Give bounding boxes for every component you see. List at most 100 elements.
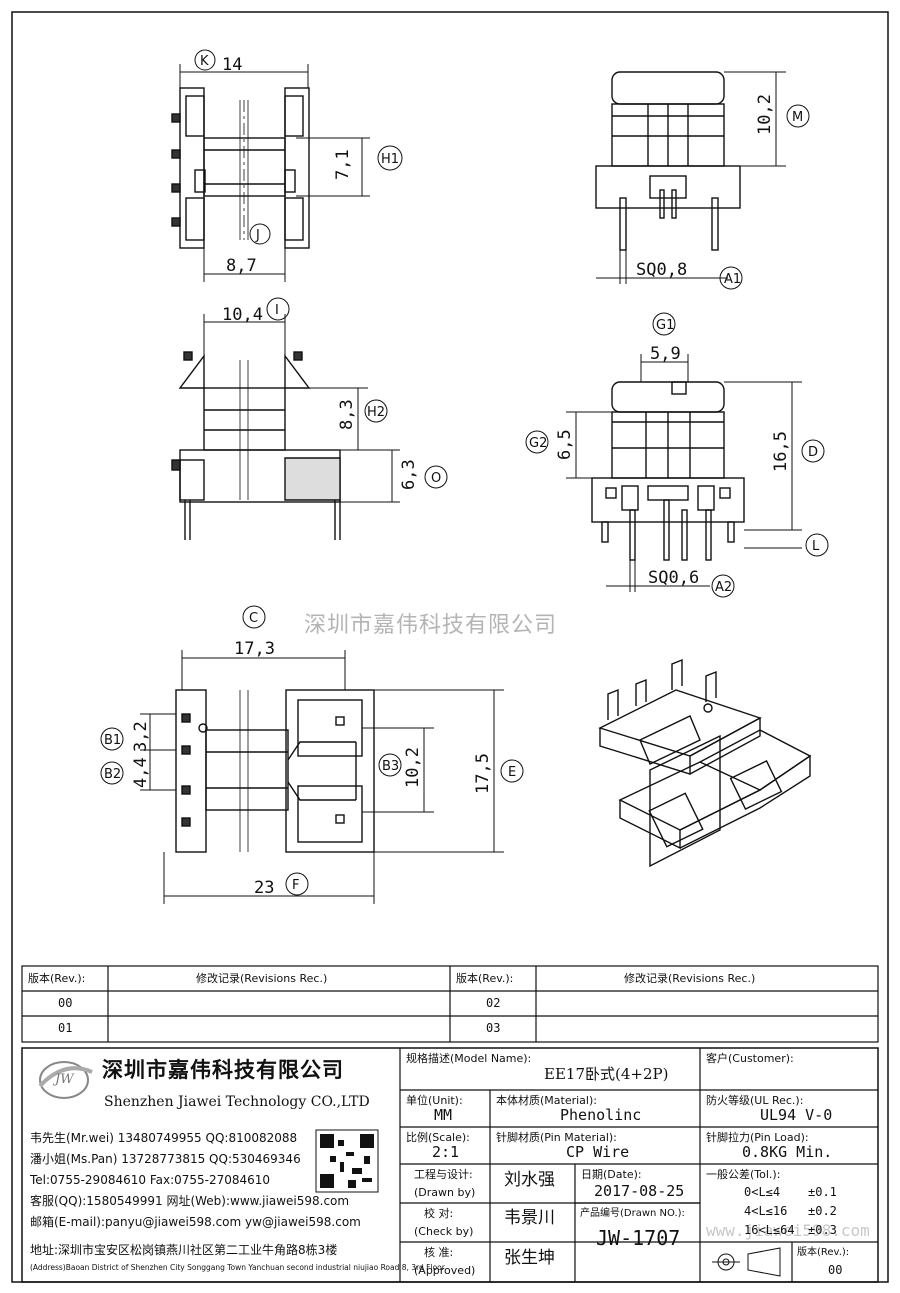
tol-value-1: ±0.1	[808, 1185, 837, 1199]
dim-b1: 3,2	[131, 721, 151, 752]
company-name-cn: 深圳市嘉伟科技有限公司	[102, 1058, 344, 1082]
dim-h1: 7,1	[333, 149, 353, 180]
dim-c: 17,3	[234, 639, 275, 659]
label-g1: G1	[656, 318, 674, 333]
check-value: 韦景川	[504, 1208, 555, 1228]
tol-range-3: 16<L≤64	[744, 1223, 795, 1237]
material-value: Phenolinc	[560, 1106, 642, 1124]
label-c: C	[249, 611, 258, 626]
rev-header-right: 版本(Rev.):	[456, 972, 514, 985]
tol-range-2: 4<L≤16	[744, 1204, 788, 1218]
rev-value: 00	[828, 1263, 843, 1277]
rev-row-02: 02	[486, 996, 501, 1010]
front-view	[171, 351, 341, 540]
end-view	[591, 381, 745, 561]
approved-value: 张生坤	[504, 1248, 555, 1268]
isometric-view	[598, 658, 812, 868]
scale-value: 2:1	[432, 1143, 460, 1161]
ul-label: 防火等级(UL Rec.):	[706, 1094, 804, 1107]
label-h2: H2	[367, 405, 385, 420]
dim-k: 14	[222, 55, 242, 75]
check-label-en: (Check by)	[414, 1225, 474, 1238]
contact-2: 潘小姐(Ms.Pan) 13728773815 QQ:530469346	[30, 1152, 301, 1166]
dim-f: 23	[254, 878, 274, 898]
dim-a1: SQ0,8	[636, 260, 687, 280]
label-o: O	[431, 471, 441, 486]
dim-b2: 4,4	[131, 757, 151, 788]
top-view	[171, 87, 310, 249]
material-label: 本体材质(Material):	[496, 1094, 597, 1107]
rev-label: 版本(Rev.):	[797, 1247, 850, 1258]
drawn-label-cn: 工程与设计:	[414, 1168, 473, 1181]
dim-g1: 5,9	[650, 344, 681, 364]
label-h1: H1	[381, 152, 399, 167]
dim-i: 10,4	[222, 305, 263, 325]
rec-header-left: 修改记录(Revisions Rec.)	[196, 972, 328, 985]
label-b1: B1	[104, 733, 121, 748]
label-b2: B2	[104, 767, 121, 782]
bottom-view	[175, 689, 375, 853]
label-m: M	[792, 110, 803, 125]
contact-3: Tel:0755-29084610 Fax:0755-27084610	[30, 1173, 271, 1187]
contact-1: 韦先生(Mr.wei) 13480749955 QQ:810082088	[30, 1131, 298, 1145]
dim-b3: 10,2	[403, 747, 423, 788]
dim-m: 10,2	[755, 94, 775, 135]
date-value: 2017-08-25	[594, 1182, 685, 1200]
watermark-text: 深圳市嘉伟科技有限公司	[304, 613, 557, 638]
rev-row-01: 01	[58, 1021, 73, 1035]
label-l: L	[812, 539, 820, 554]
label-g2: G2	[529, 436, 547, 451]
tol-label: 一般公差(Tol.):	[706, 1168, 781, 1181]
drawn-no-value: JW-1707	[596, 1226, 681, 1250]
address-en: (Address)Baoan District of Shenzhen City…	[30, 1263, 445, 1272]
label-a1: A1	[724, 272, 741, 287]
label-k: K	[200, 54, 209, 69]
approved-label-en: (Approved)	[414, 1264, 476, 1277]
unit-label: 单位(Unit):	[406, 1094, 463, 1107]
dim-d: 16,5	[771, 431, 791, 472]
dim-a2: SQ0,6	[648, 568, 699, 588]
model-label: 规格描述(Model Name):	[406, 1052, 532, 1065]
tol-range-1: 0<L≤4	[744, 1185, 781, 1199]
side-view	[595, 71, 741, 251]
dim-g2: 6,5	[555, 429, 575, 460]
pin-material-value: CP Wire	[566, 1143, 630, 1161]
pin-load-value: 0.8KG Min.	[742, 1143, 833, 1161]
logo-mark: JW	[55, 1072, 74, 1087]
pin-material-label: 针脚材质(Pin Material):	[496, 1131, 617, 1144]
dim-h2: 8,3	[337, 399, 357, 430]
dim-e: 17,5	[473, 753, 493, 794]
rec-header-right: 修改记录(Revisions Rec.)	[624, 972, 756, 985]
pin-load-label: 针脚拉力(Pin Load):	[706, 1131, 809, 1144]
drawn-label-en: (Drawn by)	[414, 1186, 476, 1199]
label-e: E	[508, 765, 516, 780]
contact-5: 邮箱(E-mail):panyu@jiawei598.com yw@jiawei…	[30, 1215, 361, 1229]
drawn-no-label: 产品编号(Drawn NO.):	[580, 1208, 685, 1219]
contact-4: 客服(QQ):1580549991 网址(Web):www.jiawei598.…	[30, 1194, 350, 1208]
rev-row-03: 03	[486, 1021, 501, 1035]
model-value: EE17卧式(4+2P)	[544, 1065, 669, 1083]
label-b3: B3	[382, 759, 399, 774]
date-label: 日期(Date):	[581, 1168, 642, 1181]
label-f: F	[292, 878, 299, 893]
rev-row-00: 00	[58, 996, 73, 1010]
dim-j: 8,7	[226, 256, 257, 276]
tol-value-3: ±0.3	[808, 1223, 837, 1237]
customer-label: 客户(Customer):	[706, 1052, 794, 1065]
rev-header-left: 版本(Rev.):	[28, 972, 86, 985]
approved-label-cn: 核 准:	[424, 1246, 454, 1259]
scale-label: 比例(Scale):	[406, 1131, 470, 1144]
dim-o: 6,3	[399, 459, 419, 490]
unit-value: MM	[434, 1106, 453, 1124]
drawn-value: 刘水强	[504, 1170, 555, 1190]
tol-value-2: ±0.2	[808, 1204, 837, 1218]
address-cn: 地址:深圳市宝安区松岗镇燕川社区第二工业牛角路8栋3楼	[30, 1243, 338, 1257]
ul-value: UL94 V-0	[760, 1106, 833, 1124]
label-a2: A2	[715, 580, 732, 595]
label-j: J	[255, 228, 260, 243]
label-i: I	[275, 303, 279, 318]
check-label-cn: 校 对:	[424, 1207, 454, 1220]
company-name-en: Shenzhen Jiawei Technology CO.,LTD	[104, 1094, 370, 1110]
label-d: D	[808, 445, 818, 460]
